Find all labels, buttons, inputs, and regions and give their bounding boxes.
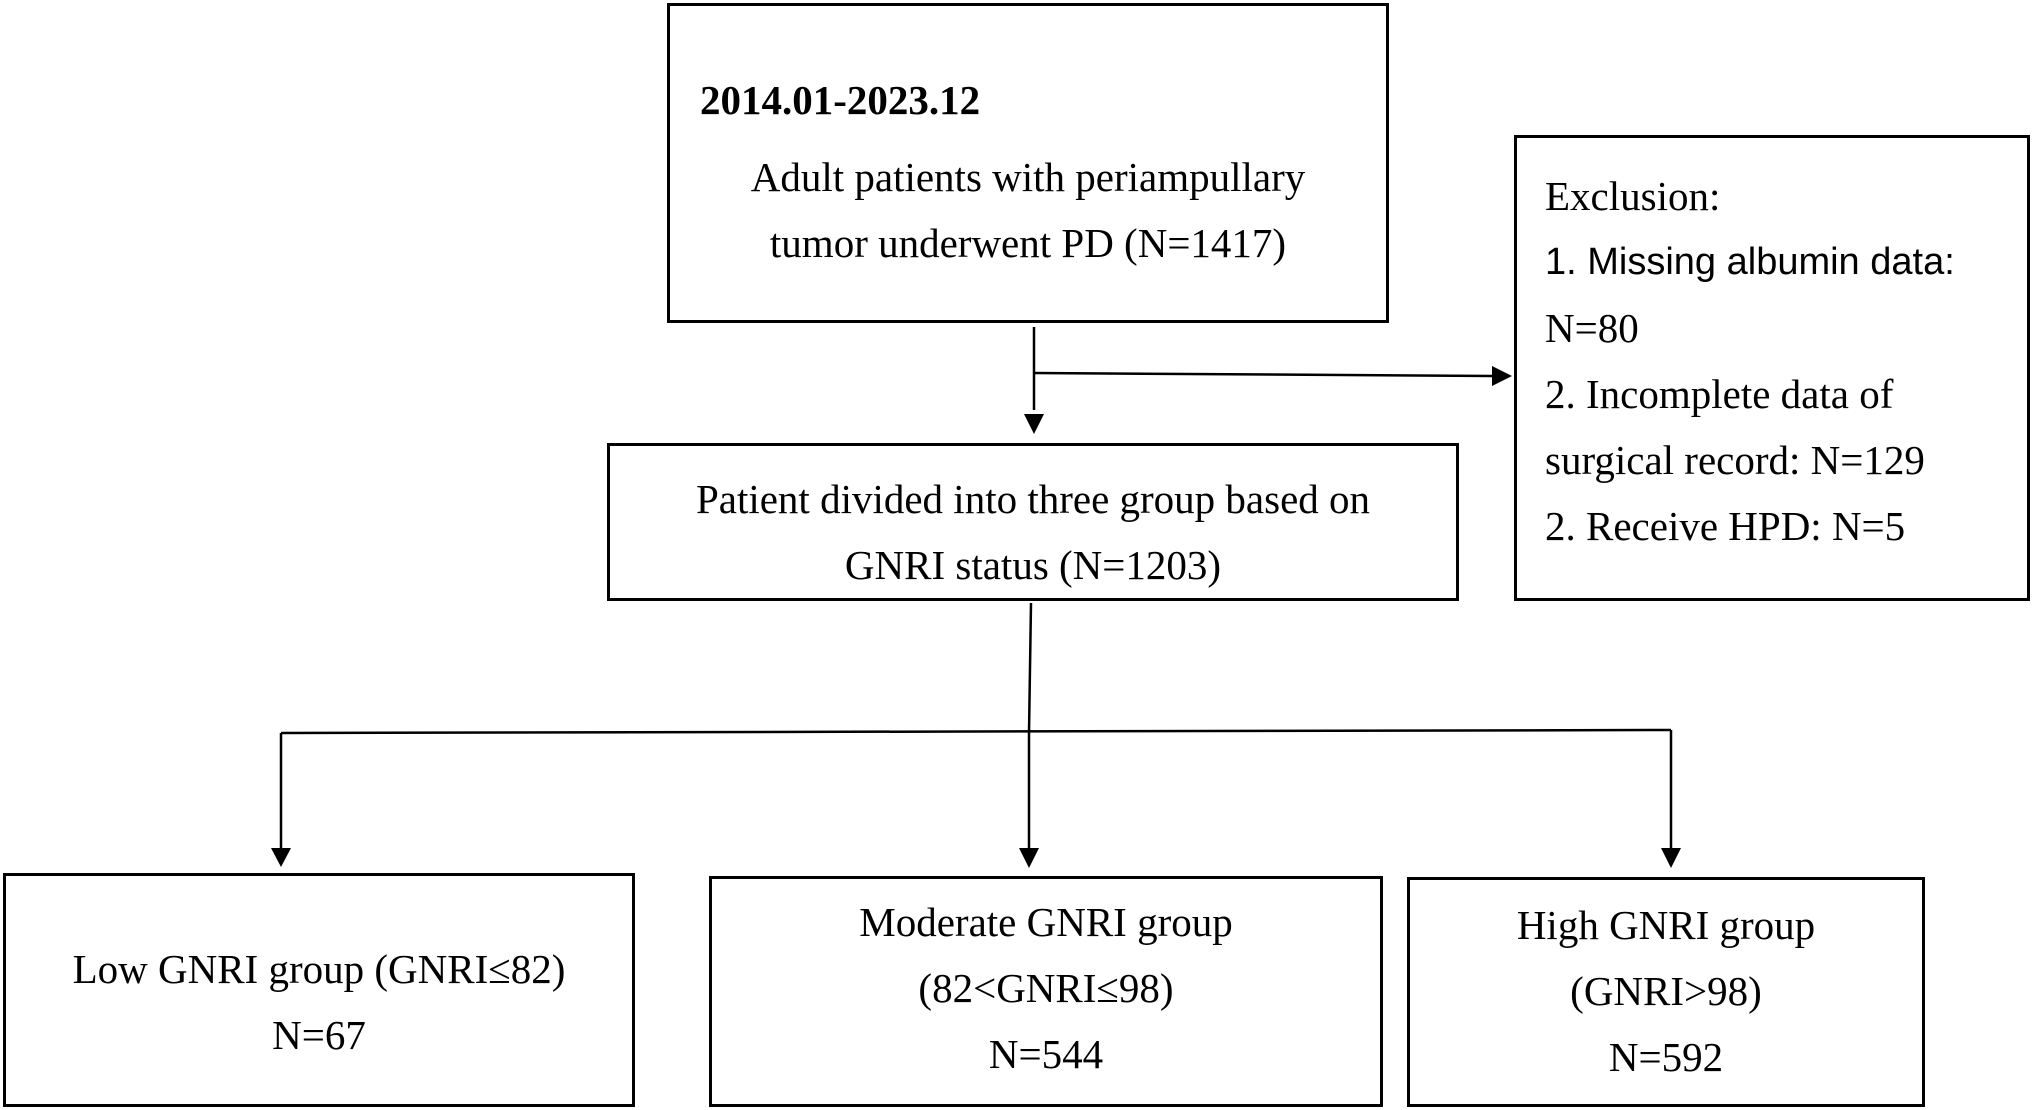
exclusion-item-2-a: 2. Incomplete data of bbox=[1545, 371, 1894, 417]
exclusion-item-3: 2. Receive HPD: N=5 bbox=[1545, 503, 1906, 549]
moderate-gnri-range: (82<GNRI≤98) bbox=[918, 965, 1174, 1011]
high-gnri-box: High GNRI group (GNRI>98) N=592 bbox=[1407, 877, 1925, 1107]
moderate-gnri-content: Moderate GNRI group (82<GNRI≤98) N=544 bbox=[712, 889, 1380, 1087]
divided-line-1: Patient divided into three group based o… bbox=[695, 476, 1371, 522]
divided-content: Patient divided into three group based o… bbox=[610, 466, 1456, 598]
arrowhead-to-high bbox=[1661, 848, 1681, 868]
exclusion-box: Exclusion: 1. Missing albumin data: N=80… bbox=[1514, 135, 2030, 601]
start-box: 2014.01-2023.12 Adult patients with peri… bbox=[667, 3, 1389, 323]
low-gnri-content: Low GNRI group (GNRI≤82) N=67 bbox=[6, 936, 632, 1068]
split-line bbox=[280, 728, 1672, 735]
start-line-2: tumor underwent PD (N=1417) bbox=[769, 220, 1287, 266]
divided-line-2: GNRI status (N=1203) bbox=[844, 542, 1222, 588]
exclusion-content: Exclusion: 1. Missing albumin data: N=80… bbox=[1545, 163, 1955, 559]
moderate-gnri-box: Moderate GNRI group (82<GNRI≤98) N=544 bbox=[709, 876, 1383, 1107]
date-range: 2014.01-2023.12 bbox=[700, 77, 981, 123]
connector-divided-to-split bbox=[1027, 602, 1033, 734]
arrowhead-to-divided bbox=[1024, 414, 1044, 434]
high-gnri-count: N=592 bbox=[1608, 1034, 1724, 1080]
start-line-1: Adult patients with periampullary bbox=[750, 154, 1306, 200]
arrowhead-to-low bbox=[271, 848, 291, 867]
connector-to-exclusion bbox=[1033, 371, 1493, 378]
high-gnri-content: High GNRI group (GNRI>98) N=592 bbox=[1410, 892, 1922, 1090]
arrowhead-to-moderate bbox=[1019, 848, 1039, 868]
moderate-gnri-count: N=544 bbox=[988, 1031, 1104, 1077]
low-gnri-box: Low GNRI group (GNRI≤82) N=67 bbox=[3, 873, 635, 1107]
exclusion-item-1-a: 1. Missing albumin data: bbox=[1545, 241, 1955, 283]
exclusion-item-2-b: surgical record: N=129 bbox=[1545, 437, 1925, 483]
moderate-gnri-label: Moderate GNRI group bbox=[859, 899, 1233, 945]
high-gnri-label: High GNRI group bbox=[1516, 902, 1816, 948]
exclusion-title: Exclusion: bbox=[1545, 173, 1721, 219]
arrowhead-to-exclusion bbox=[1492, 366, 1512, 386]
exclusion-item-1-b: N=80 bbox=[1545, 305, 1639, 351]
divided-box: Patient divided into three group based o… bbox=[607, 443, 1459, 601]
start-description: Adult patients with periampullary tumor … bbox=[670, 144, 1386, 276]
low-gnri-count: N=67 bbox=[272, 1012, 366, 1058]
high-gnri-range: (GNRI>98) bbox=[1570, 968, 1762, 1014]
low-gnri-label: Low GNRI group (GNRI≤82) bbox=[72, 946, 566, 992]
